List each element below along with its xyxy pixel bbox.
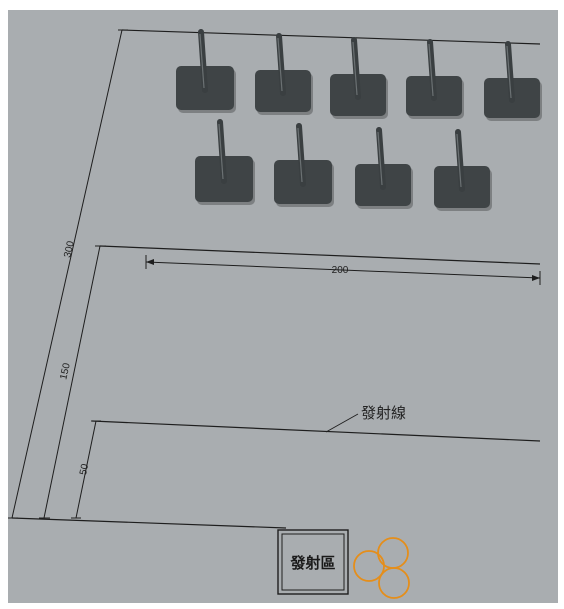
target-post-back-1-pole	[198, 29, 208, 93]
dimension-150-label: 150	[58, 362, 73, 381]
target-post-front-2-pole-highlight	[297, 127, 303, 183]
target-post-back-3	[330, 37, 388, 119]
launch-zone: 發射區	[277, 529, 349, 595]
dimension-300: 300	[8, 29, 128, 519]
target-post-front-3	[355, 127, 413, 209]
target-post-back-4-pole-highlight	[428, 43, 434, 97]
target-post-front-1	[195, 119, 255, 205]
dimension-200: 200	[145, 255, 541, 285]
target-post-front-3-pole	[376, 127, 386, 190]
launch-zone-label: 發射區	[289, 554, 335, 572]
target-post-front-2	[274, 123, 334, 207]
target-post-back-5-pole-highlight	[506, 45, 512, 99]
dimension-300-label: 300	[62, 240, 77, 259]
target-post-back-3-pole	[351, 37, 361, 100]
target-post-back-5-pole	[505, 41, 515, 103]
target-posts	[176, 29, 542, 211]
bottom-boundary-line	[11, 517, 287, 529]
ring-group	[353, 537, 410, 599]
dimension-50: 50	[71, 420, 101, 519]
target-post-front-1-pole	[217, 119, 227, 184]
target-post-front-4-pole-highlight	[456, 133, 462, 188]
target-post-front-1-pole-highlight	[218, 123, 224, 180]
target-post-back-3-pole-highlight	[352, 41, 358, 96]
target-post-back-2-pole-highlight	[277, 37, 283, 92]
target-post-back-4-pole	[427, 39, 437, 101]
target-post-front-4	[434, 129, 492, 211]
target-post-front-3-pole-highlight	[377, 131, 383, 186]
dimension-150-reference-line	[99, 245, 541, 265]
target-post-back-2-pole	[276, 33, 286, 96]
target-baseline	[121, 29, 541, 45]
target-post-front-4-pole	[455, 129, 465, 192]
target-post-back-5	[484, 41, 542, 121]
dimension-200-label: 200	[332, 265, 349, 276]
target-post-front-2-pole	[296, 123, 306, 187]
launch-line-label: 發射線	[361, 404, 406, 422]
dimension-150: 150	[39, 245, 106, 519]
target-post-back-1-pole-highlight	[199, 33, 205, 89]
launch-line-leader	[325, 413, 359, 433]
dimension-50-label: 50	[78, 462, 91, 476]
target-post-back-1	[176, 29, 236, 113]
target-post-back-4	[406, 39, 464, 119]
target-post-back-2	[255, 33, 313, 115]
ring-3	[378, 567, 410, 599]
launch-line	[91, 420, 541, 442]
